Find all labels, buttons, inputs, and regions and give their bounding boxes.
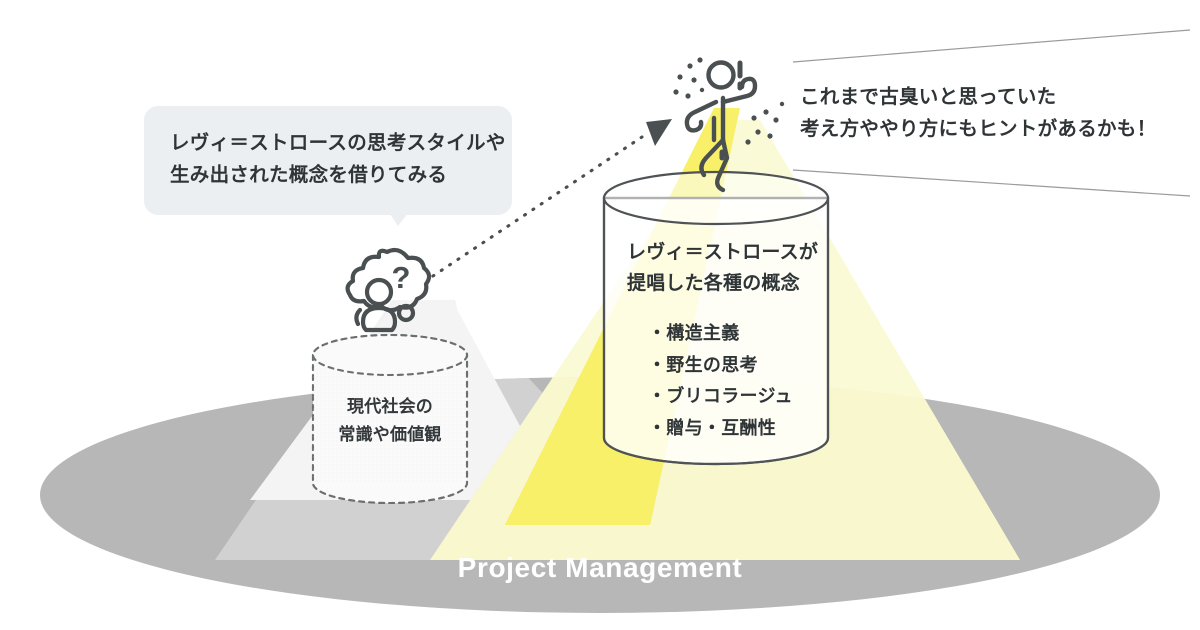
cylinder-small-line-1: 現代社会の (347, 397, 433, 416)
cylinder-large-heading: レヴィ＝ストロースが 提唱した各種の概念 (627, 238, 857, 300)
list-item: ・構造主義 (648, 323, 740, 343)
right-caption: これまで古臭いと思っていた 考え方ややり方にもヒントがあるかも！ (800, 82, 1200, 145)
cylinder-large-heading-line-1: レヴィ＝ストロースが (627, 242, 819, 263)
cylinder-small-overlay (311, 333, 469, 505)
footer-label: Project Management (457, 552, 743, 583)
speech-bubble: レヴィ＝ストロースの思考スタイルや 生み出された概念を借りてみる (144, 106, 512, 216)
bubble-line-2: 生み出された概念を借りてみる (170, 163, 448, 186)
cylinder-small-line-2: 常識や価値観 (338, 424, 442, 444)
list-item: ・野生の思考 (648, 354, 758, 375)
list-item: ・贈与・互酬性 (648, 418, 777, 439)
right-caption-line-2: 考え方ややり方にもヒントがあるかも！ (800, 117, 1157, 140)
right-caption-line-1: これまで古臭いと思っていた (800, 86, 1057, 108)
bubble-line-1: レヴィ＝ストロースの思考スタイルや (170, 132, 506, 154)
cylinder-small-label: 現代社会の 常識や価値観 (305, 393, 475, 448)
cylinder-large-list: ・構造主義 ・野生の思考 ・ブリコラージュ ・贈与・互酬性 (648, 318, 868, 445)
cylinder-large-heading-line-2: 提唱した各種の概念 (627, 272, 800, 294)
list-item: ・ブリコラージュ (648, 386, 793, 407)
